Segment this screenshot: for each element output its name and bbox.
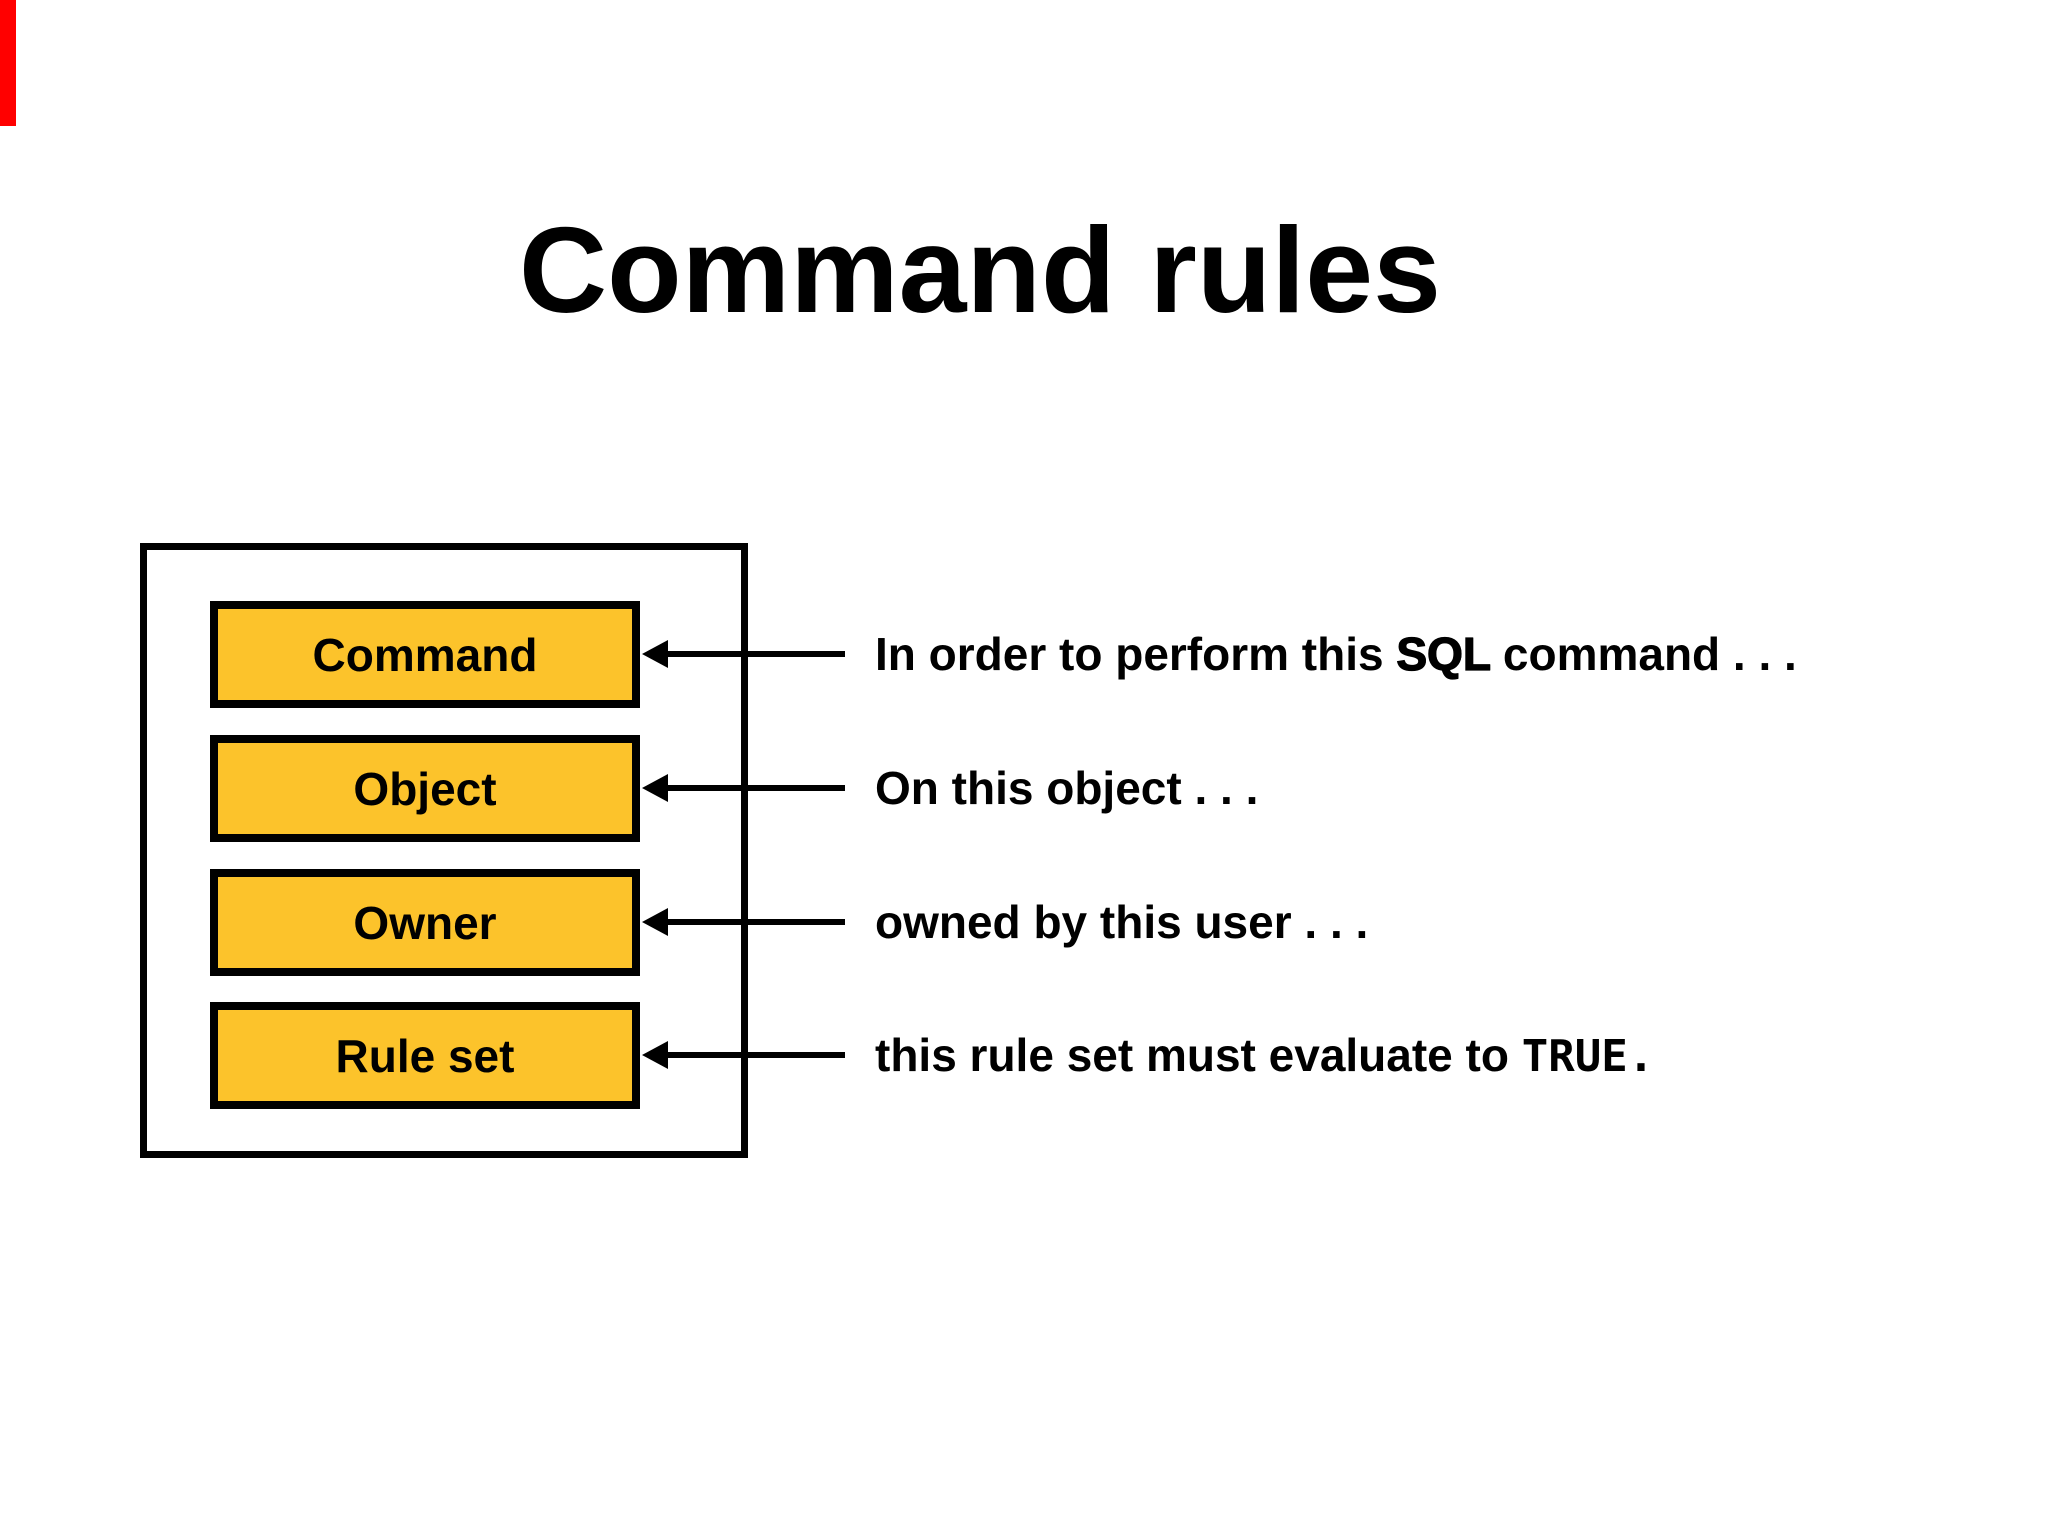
left-arrowhead-icon	[642, 640, 668, 668]
arrow-line-command	[664, 651, 845, 657]
annotation-owner: owned by this user . . .	[875, 895, 1368, 951]
annotation-command: In order to perform this SQL command . .…	[875, 627, 1797, 683]
slide-title: Command rules	[519, 201, 1441, 338]
box-command: Command	[210, 601, 640, 708]
arrow-line-owner	[664, 919, 845, 925]
arrow-line-object	[664, 785, 845, 791]
annotation-object: On this object . . .	[875, 761, 1258, 817]
annotation-code: TRUE	[1521, 1031, 1628, 1082]
red-corner-marker	[0, 0, 16, 126]
box-command-label: Command	[312, 628, 538, 681]
annotation-text: owned by this user . . .	[875, 896, 1369, 948]
box-ruleset: Rule set	[210, 1002, 640, 1109]
left-arrowhead-icon	[642, 1041, 668, 1069]
left-arrowhead-icon	[642, 774, 668, 802]
annotation-period: .	[1627, 1031, 1655, 1082]
box-owner: Owner	[210, 869, 640, 976]
annotation-text: command . . .	[1490, 628, 1797, 680]
annotation-text: In order to perform this	[875, 628, 1397, 680]
left-arrowhead-icon	[642, 908, 668, 936]
annotation-text: this rule set must evaluate to	[875, 1029, 1522, 1081]
annotation-emphasis: SQL	[1396, 627, 1491, 680]
box-object: Object	[210, 735, 640, 842]
arrow-line-ruleset	[664, 1052, 845, 1058]
annotation-text: On this object . . .	[875, 762, 1259, 814]
box-object-label: Object	[353, 762, 497, 815]
box-ruleset-label: Rule set	[335, 1029, 515, 1082]
box-owner-label: Owner	[353, 896, 497, 949]
container-box	[140, 543, 748, 1158]
annotation-ruleset: this rule set must evaluate to TRUE.	[875, 1028, 1654, 1084]
